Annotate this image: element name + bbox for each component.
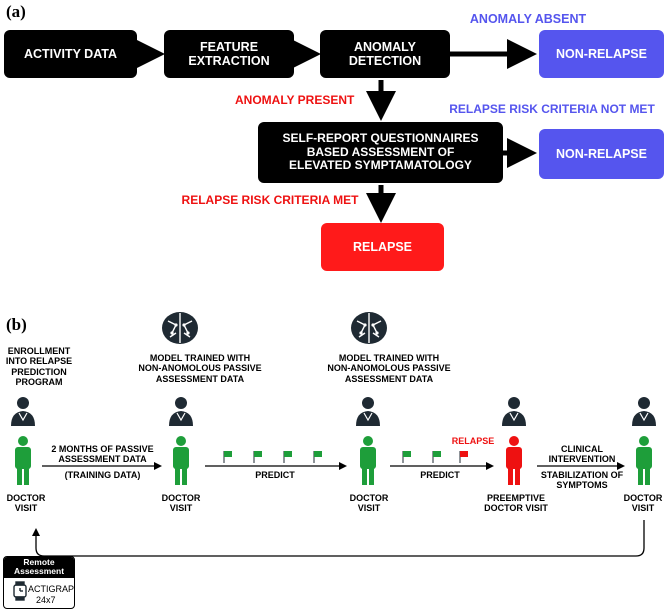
model-trained-label-1: MODEL TRAINED WITH NON-ANOMOLOUS PASSIVE… (138, 353, 262, 384)
doctor-icon (356, 397, 380, 426)
doctor-icon (502, 397, 526, 426)
visit-label-2: DOCTOR VISIT (161, 493, 201, 514)
visit-label-1: DOCTOR VISIT (6, 493, 46, 514)
activity-data-box: ACTIVITY DATA (4, 30, 137, 78)
remote-freq-label: 24x7 (36, 595, 56, 605)
flag-icon (432, 451, 441, 463)
remote-assessment-title: Remote Assessment (4, 557, 74, 578)
visit-label-5: DOCTOR VISIT (623, 493, 663, 514)
panel-b-label: (b) (6, 315, 27, 334)
remote-device-label: ACTIGRAPHY (28, 584, 75, 594)
patient-icon (15, 436, 31, 485)
remote-assessment-card: Remote Assessment ACTIGRAPHY 24x7 (3, 556, 75, 609)
flag-icon (253, 451, 262, 463)
patient-icon (173, 436, 189, 485)
doctor-icon (11, 397, 35, 426)
doctor-icon (632, 397, 656, 426)
criteria-not-met-label: RELAPSE RISK CRITERIA NOT MET (449, 102, 655, 116)
watch-icon (13, 581, 27, 601)
non-relapse-box-1: NON-RELAPSE (539, 30, 664, 78)
predict-label-1: PREDICT (255, 470, 295, 480)
visit-label-3: DOCTOR VISIT (349, 493, 389, 514)
predict-label-2: PREDICT (420, 470, 460, 480)
patient-icon (636, 436, 652, 485)
relapse-box: RELAPSE (321, 223, 444, 271)
relapse-flag-label: RELAPSE (451, 436, 495, 446)
questionnaire-box: SELF-REPORT QUESTIONNAIRES BASED ASSESSM… (258, 122, 503, 183)
non-relapse-box-2: NON-RELAPSE (539, 129, 664, 179)
model-trained-label-2: MODEL TRAINED WITH NON-ANOMOLOUS PASSIVE… (327, 353, 451, 384)
flag-icon (459, 451, 468, 463)
anomaly-present-label: ANOMALY PRESENT (235, 93, 355, 107)
passive-data-label: 2 MONTHS OF PASSIVE ASSESSMENT DATA (51, 444, 154, 465)
panel-a-label: (a) (6, 2, 26, 21)
brain-icon (162, 312, 198, 344)
training-data-label: (TRAINING DATA) (64, 470, 141, 480)
arrow-loop-back (32, 520, 645, 557)
stabilization-label: STABILIZATION OF SYMPTOMS (540, 470, 624, 491)
criteria-met-label: RELAPSE RISK CRITERIA MET (181, 193, 359, 207)
flag-icon (313, 451, 322, 463)
flag-icon (223, 451, 232, 463)
enrollment-label: ENROLLMENT INTO RELAPSE PREDICTION PROGR… (5, 346, 73, 388)
doctor-icon (169, 397, 193, 426)
patient-icon (506, 436, 522, 485)
anomaly-detection-box: ANOMALY DETECTION (320, 30, 450, 78)
flag-icon (402, 451, 411, 463)
anomaly-absent-label: ANOMALY ABSENT (469, 12, 587, 26)
clinical-intervention-label: CLINICAL INTERVENTION (548, 444, 616, 465)
visit-label-4: PREEMPTIVE DOCTOR VISIT (484, 493, 548, 514)
feature-extraction-box: FEATURE EXTRACTION (164, 30, 294, 78)
patient-icon (360, 436, 376, 485)
flag-icon (283, 451, 292, 463)
brain-icon (351, 312, 387, 344)
